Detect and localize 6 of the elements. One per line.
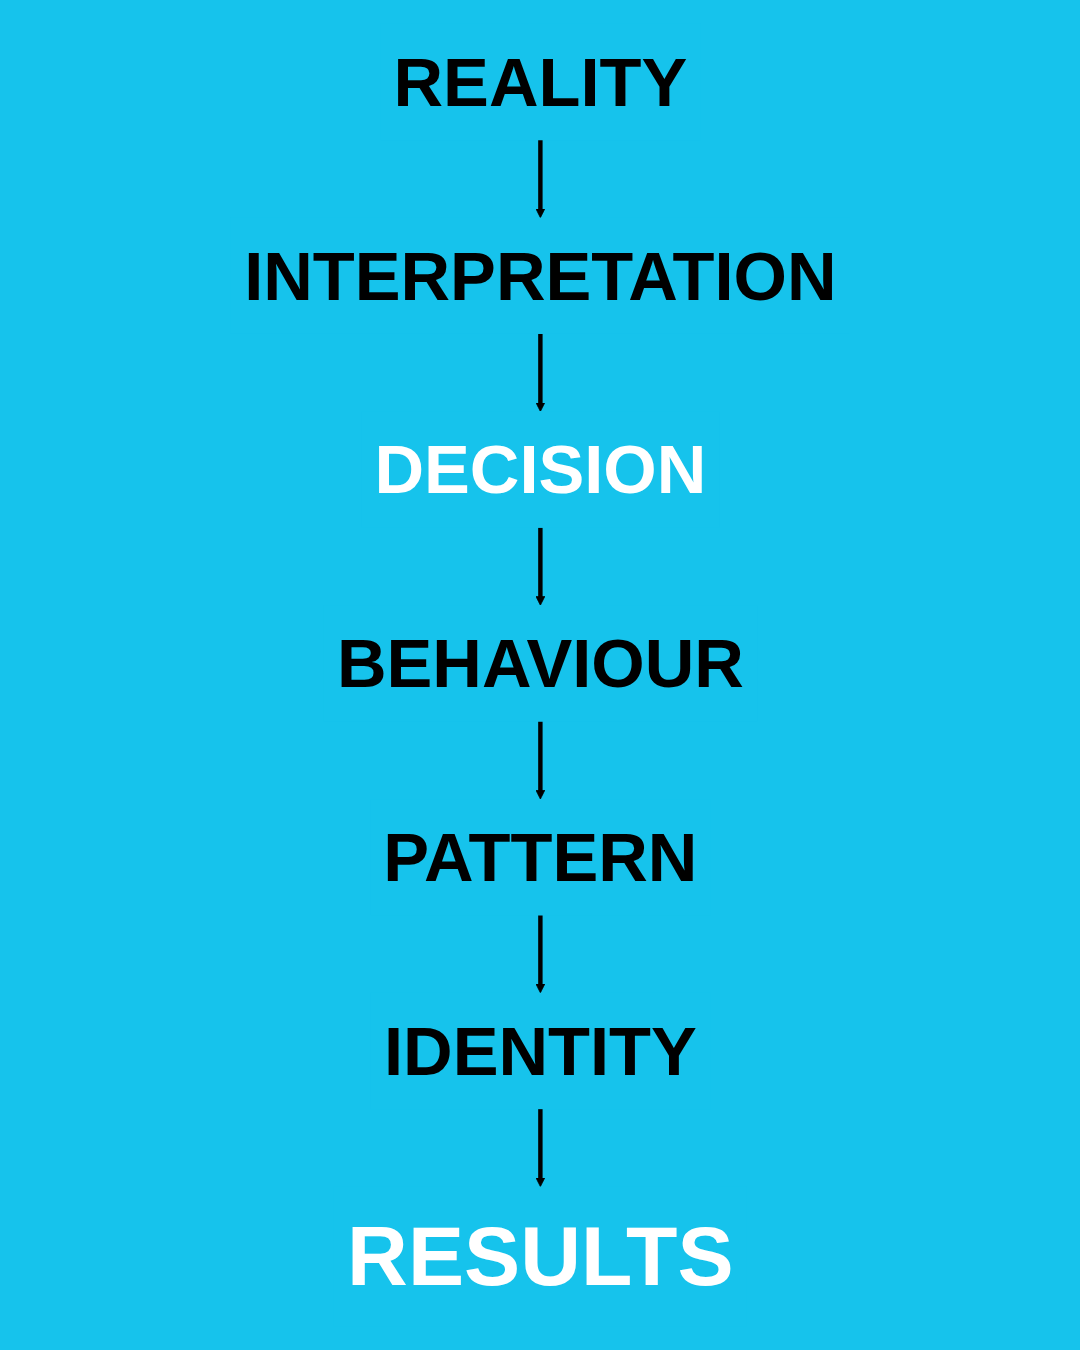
down-arrow (535, 333, 545, 412)
down-arrow (535, 721, 545, 800)
down-arrow (535, 527, 545, 606)
down-arrow (535, 1109, 545, 1188)
down-arrow (535, 140, 545, 219)
down-arrow (535, 915, 545, 994)
